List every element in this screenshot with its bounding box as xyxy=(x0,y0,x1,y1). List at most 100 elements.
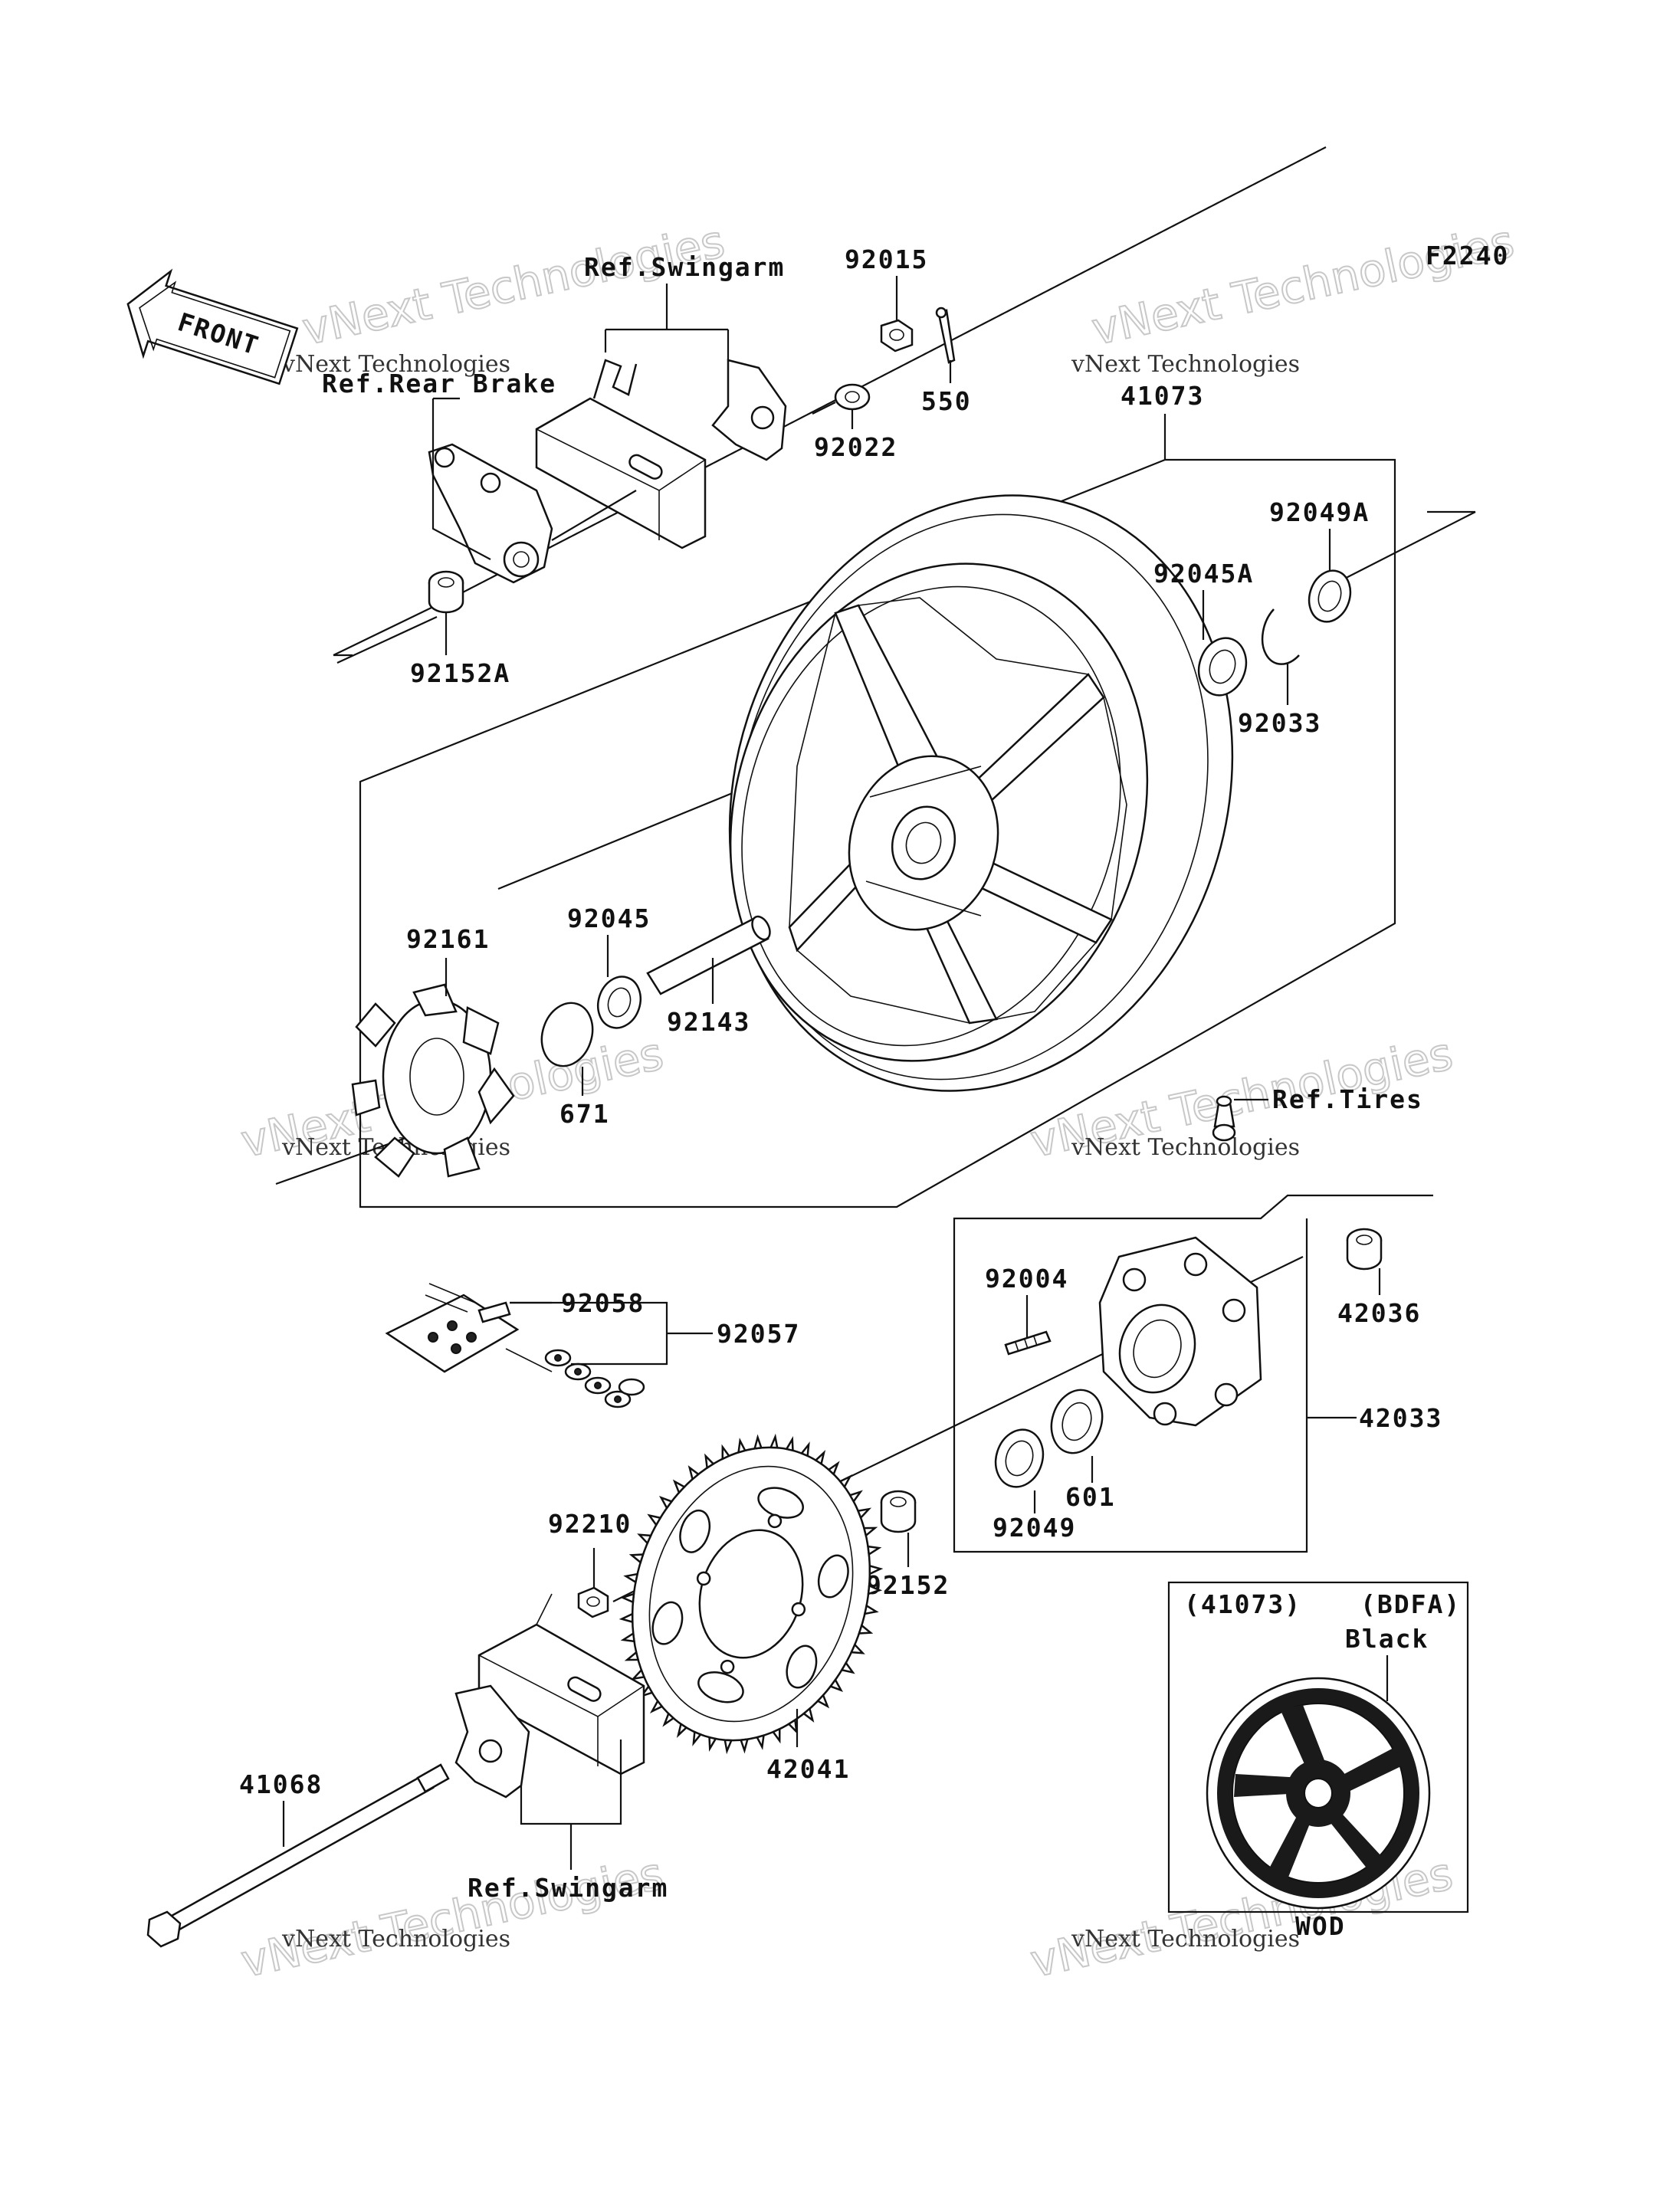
seal-92049A xyxy=(1308,569,1352,623)
sprocket-tooth xyxy=(662,1712,675,1727)
sprocket-tooth xyxy=(858,1624,874,1635)
sprocket-tooth xyxy=(620,1631,635,1643)
part-550: 550 xyxy=(921,307,970,416)
label-41068: 41068 xyxy=(239,1769,323,1799)
axis-line xyxy=(1321,511,1476,591)
sprocket-tooth xyxy=(814,1449,826,1466)
sprocket-tooth xyxy=(816,1693,830,1709)
label-41073: 41073 xyxy=(1121,381,1204,411)
sprocket-root xyxy=(648,1465,854,1723)
sprocket-tooth xyxy=(799,1441,810,1458)
sprocket-tooth xyxy=(628,1553,645,1564)
sprocket-tooth xyxy=(868,1564,884,1576)
chain-line xyxy=(505,1348,553,1372)
label-92004: 92004 xyxy=(985,1264,1068,1294)
inset-code: (BDFA) xyxy=(1360,1589,1461,1619)
sprocket-tooth xyxy=(771,1727,781,1744)
washer-92022 xyxy=(834,383,871,411)
spacer-92143-body xyxy=(646,917,769,995)
label-671: 671 xyxy=(559,1099,610,1129)
watermark-big: vNext Technologies xyxy=(237,1848,668,1988)
sprocket-bolt-hole xyxy=(720,1659,735,1674)
label-92049A: 92049A xyxy=(1269,497,1370,527)
chain-line xyxy=(425,1294,468,1313)
sprocket-cutout xyxy=(697,1671,744,1703)
sprocket-tooth xyxy=(840,1661,855,1674)
part-42033-coupling xyxy=(1098,1236,1262,1427)
sprocket-tooth xyxy=(867,1584,883,1595)
front-arrow-shape xyxy=(126,268,299,385)
seal-92049-inner xyxy=(1005,1440,1034,1477)
part-92152: 92152 xyxy=(866,1490,950,1600)
sprocket-tooth xyxy=(862,1526,878,1538)
sprocket-bolt-hole xyxy=(696,1571,711,1586)
nut-92015-hole xyxy=(889,329,904,341)
chain-roller xyxy=(618,1378,645,1396)
sprocket-cutout xyxy=(786,1644,818,1689)
sprocket-tooth xyxy=(721,1444,731,1461)
swingarm-top-group: Ref.Swingarm Ref.Rear Brake xyxy=(322,252,836,664)
ref-swingarm-top-label: Ref.Swingarm xyxy=(584,252,785,282)
chain-pin xyxy=(614,1395,622,1403)
label-92152: 92152 xyxy=(866,1570,950,1600)
sprocket-tooth xyxy=(863,1604,879,1615)
sprocket-tooth xyxy=(692,1730,703,1746)
nut-92015 xyxy=(880,319,914,353)
spoke-web xyxy=(996,942,1097,1020)
wheel-frame-outline xyxy=(359,414,1396,1208)
watermark: vNext Technologies vNext Technologies xyxy=(236,1847,668,1989)
hub-detail xyxy=(869,766,982,798)
chain-pin xyxy=(594,1382,602,1389)
seal-92049 xyxy=(994,1428,1045,1488)
inset-spoke xyxy=(1322,1805,1383,1870)
stud-thread xyxy=(1024,1339,1029,1349)
sprocket-tooth xyxy=(623,1572,639,1584)
damper-block xyxy=(462,1006,500,1055)
watermark-small: vNext Technologies xyxy=(1071,1134,1300,1161)
sprocket-tooth xyxy=(829,1677,844,1693)
sprocket-tooth xyxy=(647,1513,662,1527)
label-92161: 92161 xyxy=(406,924,490,954)
tire-valve-base xyxy=(1212,1123,1236,1142)
wheel-rim-lip xyxy=(735,513,1209,1080)
part-671: 671 xyxy=(540,1002,610,1129)
chain-line xyxy=(428,1283,476,1303)
sprocket-cutout xyxy=(817,1554,849,1599)
damper-block xyxy=(374,1136,415,1178)
label-92058: 92058 xyxy=(561,1288,645,1318)
part-92152A: 92152A xyxy=(410,570,509,688)
spoke-web xyxy=(858,597,1089,675)
sprocket-tooth xyxy=(856,1507,872,1520)
label-42033: 42033 xyxy=(1359,1403,1442,1433)
ref-swingarm-bottom-label: Ref.Swingarm xyxy=(468,1873,668,1903)
sprocket-tooth xyxy=(755,1733,765,1750)
bracket-boss-hole xyxy=(513,551,530,568)
sprocket-tooth xyxy=(802,1707,815,1723)
bearing-92045A xyxy=(1197,637,1248,697)
part-41073: 41073 xyxy=(1121,381,1204,411)
o-ring-671 xyxy=(540,1002,594,1067)
sprocket-tooth xyxy=(827,1461,840,1476)
figure-code: F2240 xyxy=(1426,241,1509,271)
coupling-stud-hole xyxy=(1183,1252,1208,1277)
coupling-bore xyxy=(1118,1303,1196,1394)
sprocket-tooth xyxy=(769,1433,779,1449)
watermark-small: vNext Technologies xyxy=(281,1926,510,1953)
sprocket-tooth xyxy=(704,1453,715,1470)
part-42041-sprocket: 42041 xyxy=(619,1433,884,1784)
axle-41068-thread xyxy=(416,1763,450,1793)
damper-block xyxy=(477,1067,515,1125)
sprocket-tooth xyxy=(619,1612,634,1624)
bracket-boss xyxy=(503,541,540,578)
bracket-bolt xyxy=(434,447,455,468)
sprocket-bolt-hole xyxy=(767,1513,783,1529)
hub-detail xyxy=(865,880,982,917)
coupling-stud-hole xyxy=(1214,1382,1239,1407)
sprocket-tooth xyxy=(787,1718,798,1735)
bearing-601 xyxy=(1050,1389,1104,1454)
adjuster-tab xyxy=(592,359,638,399)
sprocket-tooth xyxy=(676,1722,688,1739)
collar-42036-hole xyxy=(1356,1235,1373,1245)
inset-color: Black xyxy=(1345,1624,1429,1654)
sprocket-cutout xyxy=(651,1601,684,1645)
